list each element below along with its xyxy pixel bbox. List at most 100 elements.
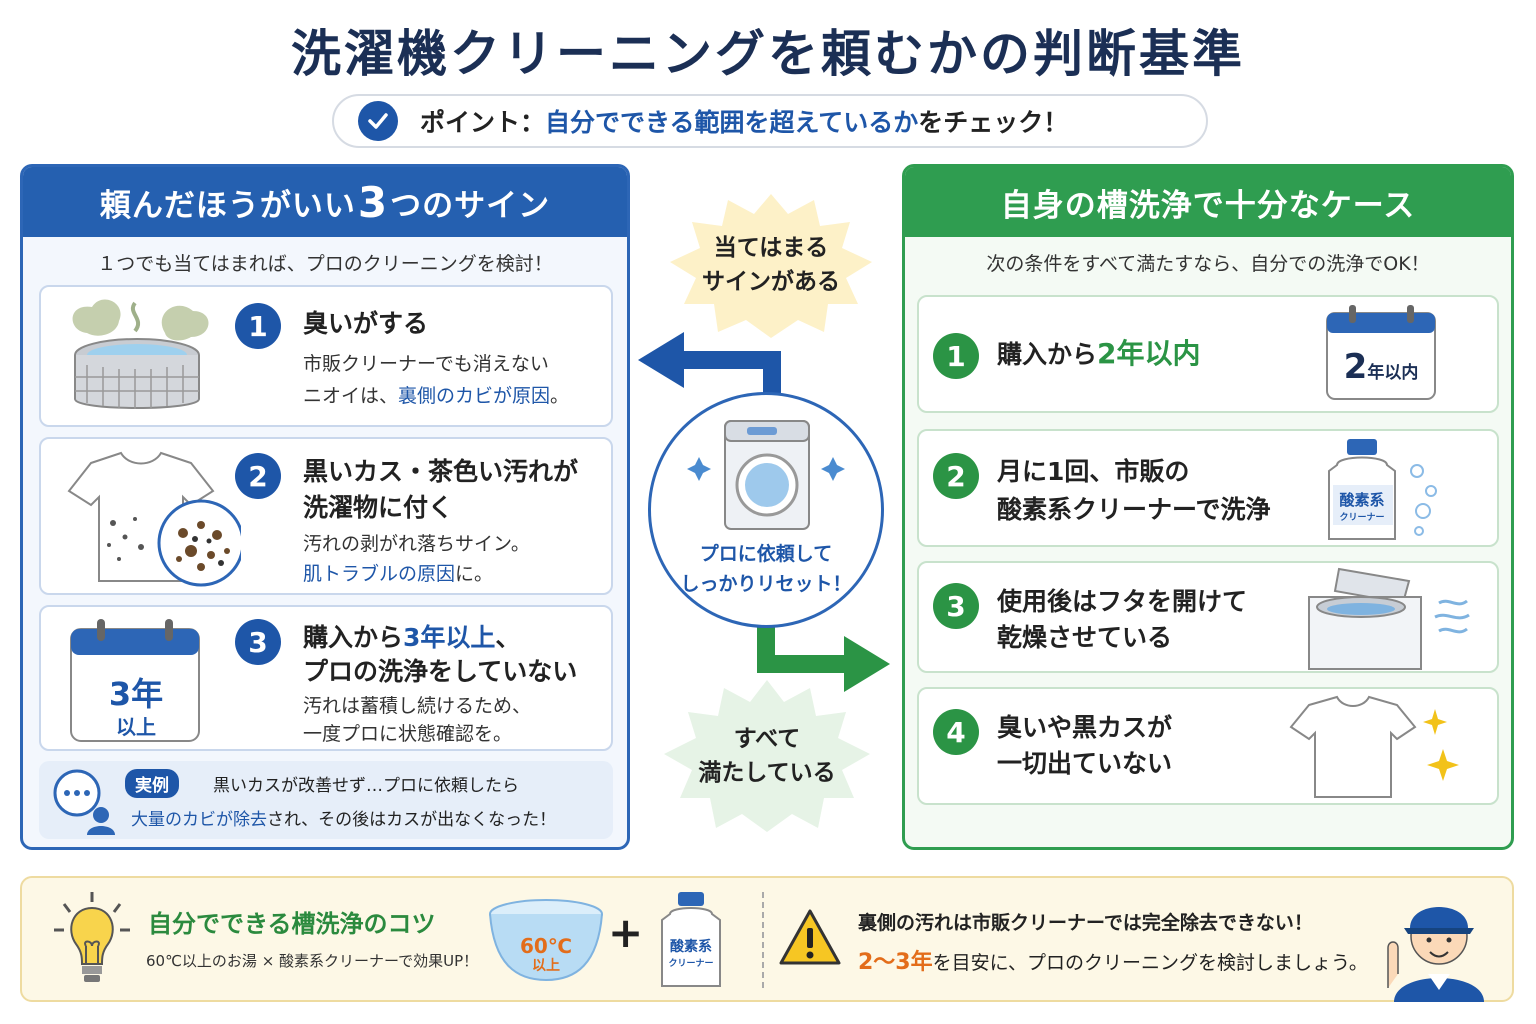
warning-line-2: 2〜3年を目安に、プロのクリーニングを検討しましょう。 (858, 944, 1368, 976)
burst-top-line1: 当てはまる (713, 235, 829, 261)
case-title-4a: 臭いや黒カスが (997, 713, 1173, 742)
calendar-icon (70, 619, 200, 742)
cleaner-bottle-icon (1328, 439, 1437, 540)
calendar-text: 2年以内 (1329, 347, 1433, 387)
center-line1: プロに依頼して (699, 543, 833, 565)
heading-pre: 頼んだほうがいい (99, 187, 356, 224)
divider (762, 892, 764, 988)
point-suffix: をチェック！ (918, 108, 1069, 137)
sign-title-2a: 黒いカス・茶色い汚れが (303, 457, 579, 486)
technician-avatar (1387, 907, 1484, 1002)
arrow-to-pro-icon (638, 332, 781, 400)
title-part: 購入から (303, 623, 404, 652)
arrow-to-self-icon (757, 622, 890, 692)
sign-card-3: 3年 以上 3 購入から3年以上、 プロの洗浄をしていない 汚れは蓄積し続けるた… (39, 605, 613, 751)
heading-post: つのサイン (390, 187, 551, 224)
plus-sign: + (608, 908, 644, 957)
calendar-big: 2 (1343, 347, 1368, 387)
case-card-1: 1 購入から2年以内 2年以内 (917, 295, 1499, 413)
clean-shirt-icon (1289, 695, 1459, 798)
example-line-1: 黒いカスが改善せず…プロに依頼したら (213, 776, 519, 796)
case-card-2: 2 月に1回、市販の 酸素系クリーナーで洗浄 酸素系 クリーナー (917, 429, 1499, 547)
bottle-label-1: 酸素系 (670, 939, 712, 955)
desc-part: 。 (550, 385, 570, 407)
heading-num: 3 (357, 177, 389, 227)
basin-temp: 60℃ (519, 934, 573, 958)
example-rest: され、その後はカスが出なくなった！ (267, 810, 557, 830)
bottle-label-2: クリーナー (668, 959, 714, 969)
case-number-3: 3 (933, 583, 979, 629)
lightbulb-icon (54, 892, 130, 982)
burst-shape (664, 680, 870, 832)
sign-title-3b: プロの洗浄をしていない (303, 657, 578, 686)
burst-bottom-line1: すべて (733, 726, 801, 752)
title-highlight: 3年以上 (403, 623, 496, 652)
burst-top-text: 当てはまるサインがある (702, 231, 840, 299)
calendar-big-text: 3年 (108, 675, 164, 713)
burst-all-met: すべて満たしている (660, 676, 874, 836)
desc-highlight: 肌トラブルの原因 (303, 563, 456, 585)
sign-card-2: 2 黒いカス・茶色い汚れが 洗濯物に付く 汚れの剥がれ落ちサイン。 肌トラブルの… (39, 437, 613, 595)
case-number-1: 1 (933, 333, 979, 379)
point-highlight: 自分でできる範囲を超えているか (545, 108, 919, 137)
case-title-2b: 酸素系クリーナーで洗浄 (997, 495, 1271, 524)
signs-panel-subtitle: １つでも当てはまれば、プロのクリーニングを検討！ (97, 253, 553, 275)
burst-top-line2: サインがある (702, 269, 840, 295)
sign-card-1: 1 臭いがする 市販クリーナーでも消えない ニオイは、裏側のカビが原因。 (39, 285, 613, 427)
check-icon (358, 101, 398, 141)
basin-above: 以上 (532, 958, 560, 974)
sign-desc-3b: 一度プロに状態確認を。 (303, 723, 513, 745)
warning-rest: を目安に、プロのクリーニングを検討しましょう。 (932, 952, 1368, 974)
sign-desc-1b: ニオイは、裏側のカビが原因。 (303, 381, 569, 412)
page-title: 洗濯機クリーニングを頼むかの判断基準 (291, 25, 1245, 83)
title-highlight: 2年以内 (1097, 337, 1201, 370)
example-highlight: 大量のカビが除去 (131, 810, 267, 830)
burst-bottom-text: すべて満たしている (698, 722, 835, 790)
point-banner: ポイント：自分でできる範囲を超えているかをチェック！ (332, 94, 1208, 148)
burst-shape (670, 194, 872, 338)
sign-title-3a: 購入から3年以上、 (303, 621, 520, 655)
tip-title: 自分でできる槽洗浄のコツ (148, 910, 436, 938)
self-clean-heading: 自身の槽洗浄で十分なケース (905, 167, 1511, 237)
stained-shirt-icon (67, 451, 241, 587)
example-badge: 実例 (125, 769, 179, 798)
cleaner-bottle-icon (661, 892, 721, 987)
self-clean-panel: 自身の槽洗浄で十分なケース 次の条件をすべて満たすなら、自分での洗浄でOK！ 1… (902, 164, 1514, 850)
calendar-small: 年以内 (1367, 363, 1419, 383)
case-card-3: 3 使用後はフタを開けて 乾燥させている (917, 561, 1499, 673)
case-card-4: 4 臭いや黒カスが 一切出ていない (917, 687, 1499, 805)
center-circle: プロに依頼してしっかりリセット！ (648, 392, 884, 628)
center-line2: しっかりリセット！ (680, 573, 852, 595)
case-title-3b: 乾燥させている (997, 623, 1173, 652)
case-title-3a: 使用後はフタを開けて (997, 587, 1248, 616)
warning-icon (779, 909, 841, 965)
center-text: プロに依頼してしっかりリセット！ (651, 539, 881, 599)
open-washer-icon (1308, 567, 1470, 670)
case-title-2a: 月に1回、市販の (997, 457, 1190, 486)
bottle-label: 酸素系 クリーナー (662, 936, 720, 969)
basin-label: 60℃ 以上 (506, 936, 586, 976)
desc-highlight: 裏側のカビが原因 (398, 385, 551, 407)
bottle-label: 酸素系 クリーナー (1329, 489, 1395, 523)
title-part: 、 (495, 623, 521, 652)
point-prefix: ポイント： (420, 108, 546, 137)
self-clean-subtitle: 次の条件をすべて満たすなら、自分での洗浄でOK！ (986, 253, 1430, 275)
warning-years: 2〜3年 (858, 950, 933, 975)
example-box: 実例 黒いカスが改善せず…プロに依頼したら 大量のカビが除去され、その後はカスが… (39, 761, 613, 839)
sign-desc-3a: 汚れは蓄積し続けるため、 (303, 695, 532, 717)
calendar-small-text: 以上 (116, 715, 156, 739)
tips-bar: 自分でできる槽洗浄のコツ 60℃以上のお湯 × 酸素系クリーナーで効果UP！ 6… (20, 876, 1514, 1002)
case-number-4: 4 (933, 709, 979, 755)
warning-line-1: 裏側の汚れは市販クリーナーでは完全除去できない！ (858, 912, 1313, 934)
desc-part: に。 (455, 563, 494, 585)
sign-desc-2b: 肌トラブルの原因に。 (303, 559, 493, 590)
chat-user-icon (53, 769, 115, 835)
bottle-label-2: クリーナー (1339, 513, 1385, 523)
sign-number-3: 3 (235, 619, 281, 665)
sign-title-1: 臭いがする (303, 309, 429, 338)
sign-number-1: 1 (235, 303, 281, 349)
calendar-icon (1326, 305, 1436, 400)
point-text: ポイント：自分でできる範囲を超えているかをチェック！ (420, 103, 1068, 139)
